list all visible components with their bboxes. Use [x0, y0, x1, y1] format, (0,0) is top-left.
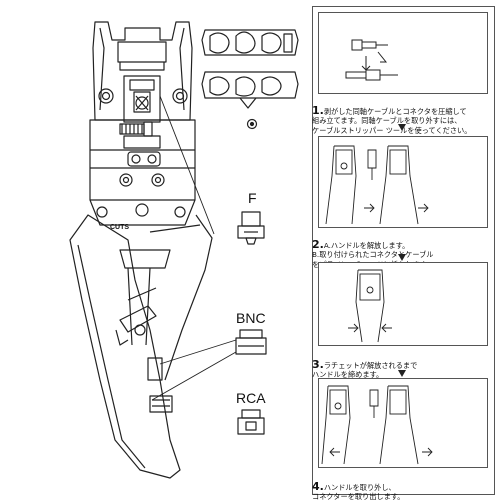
step-2-illustration: [318, 136, 488, 228]
arrow-down-icon: [398, 254, 406, 261]
crimper-body: [89, 119, 196, 226]
step-3-number: 3.: [312, 357, 324, 371]
arrow-down-icon: [398, 370, 406, 377]
step-2-number: 2.: [312, 237, 324, 251]
step-4-desc: ハンドルを取り外し、 コネクターを取り出します。: [312, 482, 405, 502]
step-3-desc: ラチェットが解放されるまで ハンドルを締めます。: [312, 360, 418, 380]
rca-label: RCA: [236, 390, 266, 406]
die-outline-top: [201, 29, 299, 56]
cuts-label: CUTS: [110, 224, 130, 231]
step-4-text: 4.ハンドルを取り外し、 コネクターを取り出します。: [312, 472, 497, 502]
die-outline-bottom: [201, 71, 299, 109]
crimper-head: [92, 21, 193, 137]
step-4-illustration: [318, 378, 488, 468]
step-1-desc: 剥がした同軸ケーブルとコネクタを圧縮して 組み立てます。同軸ケーブルを取り外すに…: [312, 106, 472, 135]
step-1-text: 1.剥がした同軸ケーブルとコネクタを圧縮して 組み立てます。同軸ケーブルを取り外…: [312, 96, 497, 135]
rca-connector-icon: [237, 409, 265, 435]
step-3-text: 3.ラチェットが解放されるまで ハンドルを締めます。: [312, 350, 497, 380]
bnc-label: BNC: [236, 310, 266, 326]
step-3-illustration: [318, 262, 488, 346]
crimper-handles: [69, 214, 213, 479]
arrow-down-icon: [398, 124, 406, 131]
bnc-connector-icon: [235, 329, 267, 355]
step-4-number: 4.: [312, 479, 324, 493]
step-1-number: 1.: [312, 103, 324, 117]
step-1-illustration: [318, 12, 488, 94]
f-connector-icon: [237, 211, 265, 245]
f-label: F: [248, 190, 257, 206]
